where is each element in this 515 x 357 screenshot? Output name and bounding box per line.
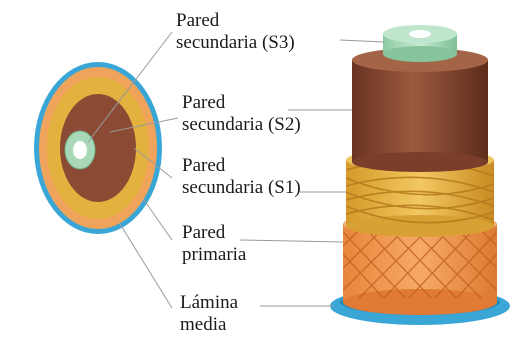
label-middle-lamella: Lámina media	[180, 292, 238, 336]
s2-cylinder	[352, 48, 488, 172]
label-primary: Pared primaria	[182, 222, 246, 266]
s3-cylinder	[383, 25, 457, 62]
label-primary-line1: Pared	[182, 222, 246, 244]
leader-s3-right	[340, 40, 384, 42]
cross-section	[34, 62, 162, 234]
label-middle-lamella-line1: Lámina	[180, 292, 238, 314]
leader-primary-right	[240, 240, 343, 242]
label-s1-line2: secundaria (S1)	[182, 177, 301, 199]
label-s3-line2: secundaria (S3)	[176, 32, 295, 54]
label-s2: Pared secundaria (S2)	[182, 92, 301, 136]
fiber-layers	[330, 25, 510, 325]
s3-lumen	[409, 30, 431, 38]
label-s2-line2: secundaria (S2)	[182, 114, 301, 136]
leader-lamella-left	[120, 224, 172, 308]
label-primary-line2: primaria	[182, 244, 246, 266]
label-s1: Pared secundaria (S1)	[182, 155, 301, 199]
leader-primary-left	[144, 200, 172, 240]
label-s1-line1: Pared	[182, 155, 301, 177]
lumen	[73, 141, 87, 159]
label-middle-lamella-line2: media	[180, 314, 238, 336]
label-s2-line1: Pared	[182, 92, 301, 114]
label-s3: Pared secundaria (S3)	[176, 10, 295, 54]
label-s3-line1: Pared	[176, 10, 295, 32]
